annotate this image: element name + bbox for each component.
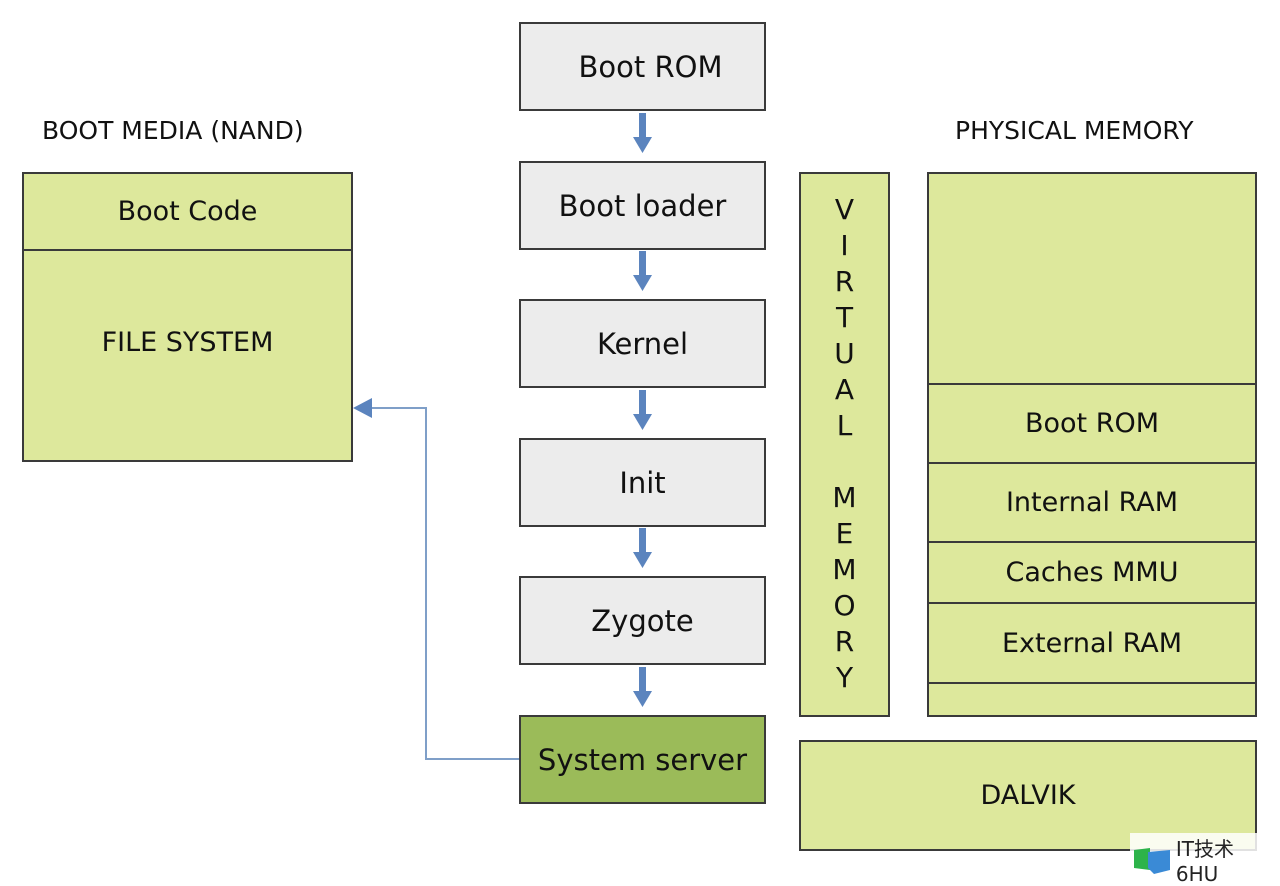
physical-memory-heading: PHYSICAL MEMORY [955, 116, 1194, 145]
vertical-letter: M [832, 481, 857, 514]
arrow-down-icon [633, 390, 652, 430]
watermark: IT技术6HU [1130, 833, 1280, 886]
boot-media-heading: BOOT MEDIA (NAND) [42, 116, 304, 145]
physical-memory-section-top [929, 174, 1255, 383]
step-init: Init [519, 438, 766, 527]
arrow-left-icon [353, 398, 372, 418]
section-label: Caches MMU [1005, 557, 1179, 588]
vertical-letter: O [833, 589, 856, 622]
watermark-logo-icon [1134, 847, 1170, 874]
step-system-server: System server [519, 715, 766, 804]
vertical-letter: I [840, 229, 849, 262]
section-label: Boot ROM [1024, 408, 1160, 439]
step-label: Boot ROM [578, 49, 723, 84]
system-server-to-file-system-link [353, 398, 519, 760]
watermark-text: IT技术6HU [1175, 837, 1234, 886]
physical-memory-section-external-ram: External RAM [929, 602, 1255, 682]
file-system-section: FILE SYSTEM [24, 249, 351, 460]
arrow-down-icon [633, 113, 652, 153]
physical-memory-section-caches-mmu: Caches MMU [929, 541, 1255, 602]
vertical-letter: A [834, 373, 855, 406]
vertical-letter: T [835, 301, 854, 334]
vertical-letter: M [832, 553, 857, 586]
file-system-label: FILE SYSTEM [101, 327, 274, 358]
section-label: Internal RAM [1005, 487, 1179, 518]
dalvik-label: DALVIK [980, 780, 1076, 811]
step-boot-loader: Boot loader [519, 161, 766, 250]
vertical-letter: E [835, 517, 854, 550]
step-boot-rom: Boot ROM [519, 22, 766, 111]
vertical-letter: R [834, 625, 855, 658]
physical-memory-block: Boot ROM Internal RAM Caches MMU Externa… [927, 172, 1257, 717]
connectors [353, 113, 652, 760]
step-label: Kernel [596, 326, 689, 361]
step-label: System server [537, 742, 748, 777]
vertical-letter: U [834, 337, 855, 370]
step-label: Init [619, 465, 666, 500]
physical-memory-section-internal-ram: Internal RAM [929, 462, 1255, 541]
section-label: External RAM [1001, 627, 1183, 659]
arrow-down-icon [633, 251, 652, 291]
step-label: Zygote [591, 603, 694, 638]
boot-code-section: Boot Code [24, 174, 351, 249]
vertical-letter: R [834, 265, 855, 298]
physical-memory-section-boot-rom: Boot ROM [929, 383, 1255, 462]
step-zygote: Zygote [519, 576, 766, 665]
boot-code-label: Boot Code [117, 196, 258, 227]
dalvik-block: DALVIK [799, 740, 1257, 851]
arrow-down-icon [633, 528, 652, 568]
physical-memory-section-bottom [929, 682, 1255, 715]
vertical-letter: Y [835, 661, 854, 694]
vertical-letter: L [836, 409, 853, 442]
step-label: Boot loader [558, 188, 727, 223]
vertical-letter: V [834, 193, 855, 226]
step-kernel: Kernel [519, 299, 766, 388]
boot-media-block: Boot Code FILE SYSTEM [22, 172, 353, 462]
arrow-down-icon [633, 667, 652, 707]
